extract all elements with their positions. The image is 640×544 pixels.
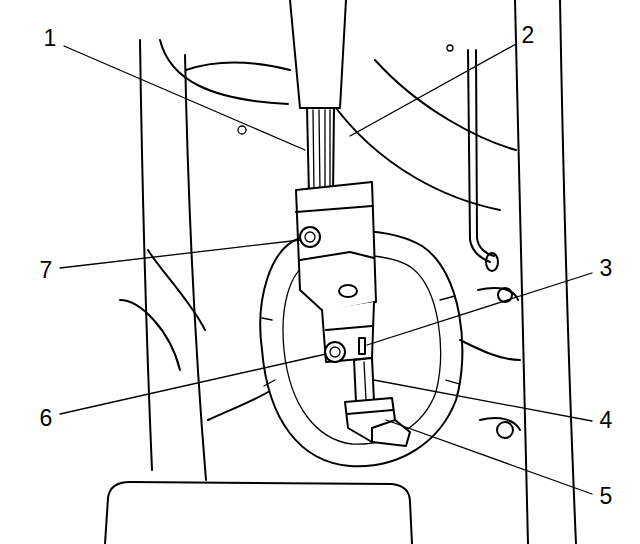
brake-rod xyxy=(476,50,494,256)
body-panel xyxy=(120,300,180,370)
leader-line xyxy=(64,46,305,150)
shaft-seal xyxy=(347,410,395,442)
body-hole xyxy=(497,422,513,438)
leader-line xyxy=(60,354,326,414)
body-hole xyxy=(447,45,453,51)
lower-yoke xyxy=(322,302,374,362)
pinch-bolt xyxy=(325,342,345,362)
column-tube xyxy=(290,0,346,108)
right-rail xyxy=(560,0,576,544)
leader-line xyxy=(60,240,300,268)
lower-panel xyxy=(105,482,412,544)
pinch-bolt xyxy=(305,232,315,242)
pinch-bolt xyxy=(330,347,340,357)
body-panel xyxy=(208,392,268,420)
body-panel xyxy=(460,340,520,360)
body-panel xyxy=(186,63,290,71)
callout-number: 3 xyxy=(598,255,615,281)
shaft-ribs xyxy=(313,110,330,192)
intermediate-shaft xyxy=(307,108,334,195)
input-shaft-flat xyxy=(364,362,366,400)
callout-number: 6 xyxy=(38,405,55,431)
callout-number: 2 xyxy=(513,22,543,48)
upper-yoke xyxy=(296,206,374,260)
callout-number: 3 xyxy=(591,255,621,281)
leader-line xyxy=(367,273,592,345)
right-rail xyxy=(515,0,528,544)
input-shaft xyxy=(354,358,374,402)
callout-number: 2 xyxy=(520,22,537,48)
yoke-slot xyxy=(359,338,365,354)
shaft-seal xyxy=(345,398,410,446)
callout-number: 7 xyxy=(31,257,61,283)
pinch-bolt xyxy=(300,227,320,247)
body-panel xyxy=(375,60,516,150)
callout-number: 5 xyxy=(598,483,615,509)
leader-line xyxy=(350,44,516,136)
brake-rod xyxy=(468,50,490,262)
callout-number: 1 xyxy=(35,25,65,51)
body-panel xyxy=(148,250,205,330)
callout-number: 1 xyxy=(42,25,59,51)
callout-number: 6 xyxy=(31,405,61,431)
lower-yoke xyxy=(326,326,372,330)
callout-number: 5 xyxy=(591,483,621,509)
callout-number: 4 xyxy=(598,407,615,433)
upper-yoke xyxy=(296,182,376,312)
rod-end xyxy=(486,253,498,271)
leader-line xyxy=(374,380,592,421)
yoke-ear xyxy=(339,285,357,297)
left-pillar xyxy=(185,55,206,480)
leader-line xyxy=(386,420,592,494)
callout-number: 7 xyxy=(38,257,55,283)
body-panel xyxy=(160,40,288,104)
callout-number: 4 xyxy=(591,407,621,433)
body-hole xyxy=(238,126,246,134)
